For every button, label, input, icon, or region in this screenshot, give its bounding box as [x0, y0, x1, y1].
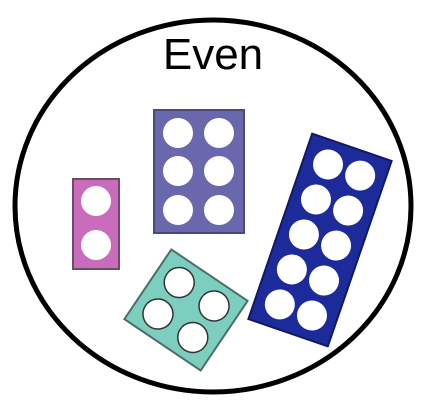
pink-hole-1	[81, 186, 111, 216]
set-label: Even	[0, 30, 426, 80]
purple-frame	[154, 110, 244, 233]
pink-frame	[73, 179, 119, 269]
pink-hole-2	[81, 230, 111, 260]
